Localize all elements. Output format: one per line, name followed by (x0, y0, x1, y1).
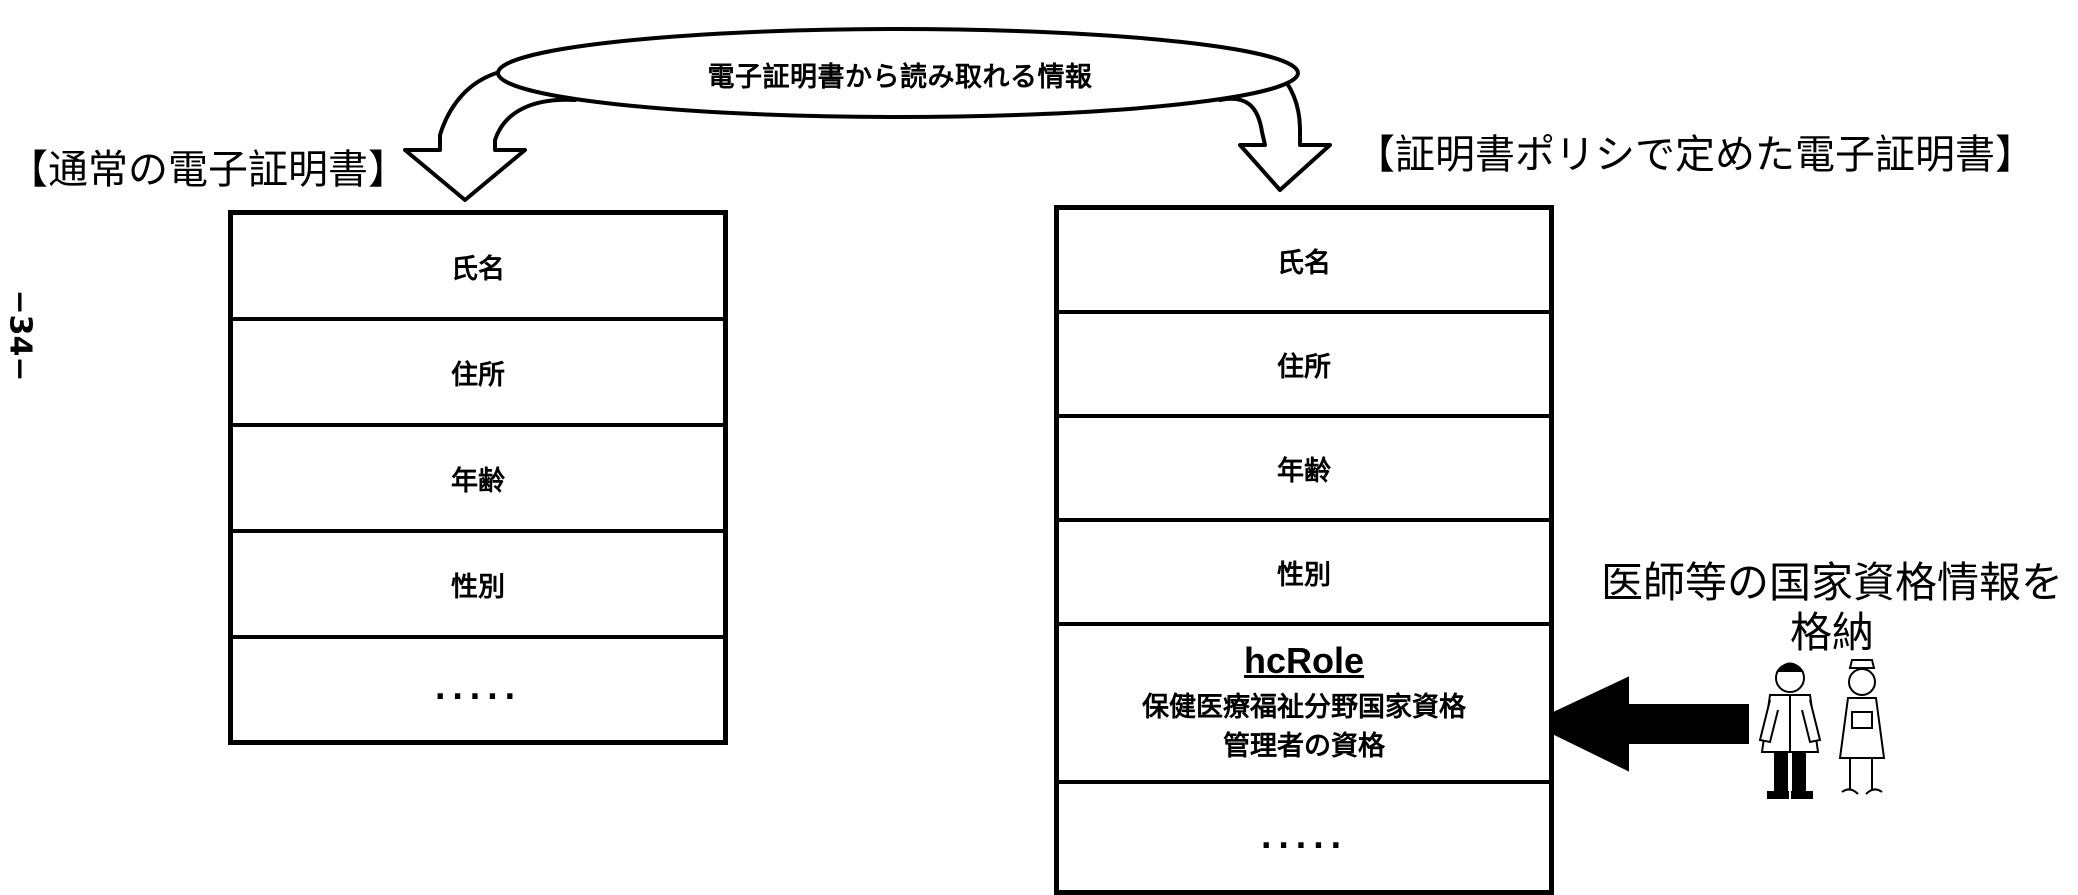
policy-certificate-table: 氏名 住所 年齢 性別 hcRole 保健医療福祉分野国家資格 管理者の資格 .… (1054, 205, 1554, 895)
right-row-hcrole: hcRole 保健医療福祉分野国家資格 管理者の資格 (1059, 626, 1549, 784)
caption-line-1: 医師等の国家資格情報を (1600, 558, 2063, 607)
left-row-address-label: 住所 (451, 359, 505, 391)
doctor-icon (1758, 662, 1822, 799)
right-row-address: 住所 (1059, 314, 1549, 418)
hcrole-line-administrator: 管理者の資格 (1223, 731, 1385, 762)
right-row-ellipsis-label: ..... (1260, 820, 1348, 856)
left-row-ellipsis-label: ..... (434, 672, 522, 707)
left-row-name: 氏名 (233, 215, 723, 321)
qualification-caption: 医師等の国家資格情報を 格納 (1592, 558, 2072, 659)
left-row-gender-label: 性別 (451, 571, 505, 603)
left-row-age: 年齢 (233, 427, 723, 533)
left-heading: 【通常の電子証明書】 (8, 147, 408, 193)
right-row-address-label: 住所 (1277, 351, 1331, 383)
hcrole-line-qualification: 保健医療福祉分野国家資格 (1142, 691, 1466, 723)
right-heading: 【証明書ポリシで定めた電子証明書】 (1355, 132, 2035, 178)
left-row-ellipsis: ..... (233, 639, 723, 740)
caption-line-2: 格納 (1789, 608, 1874, 658)
right-row-name-label: 氏名 (1277, 247, 1331, 279)
info-ellipse (496, 27, 1300, 119)
right-row-ellipsis: ..... (1059, 784, 1549, 892)
standard-certificate-table: 氏名 住所 年齢 性別 ..... (228, 210, 728, 745)
left-row-age-label: 年齢 (451, 465, 505, 497)
left-row-address: 住所 (233, 321, 723, 427)
page-number: −34− (2, 289, 38, 382)
right-row-age: 年齢 (1059, 418, 1549, 522)
hcrole-title: hcRole (1243, 639, 1365, 681)
right-row-gender-label: 性別 (1277, 559, 1331, 591)
solid-arrow-left-icon (1529, 676, 1749, 772)
right-row-age-label: 年齢 (1277, 455, 1331, 487)
ellipse-label: 電子証明書から読み取れる情報 (707, 61, 1093, 93)
right-row-name: 氏名 (1059, 210, 1549, 314)
left-row-name-label: 氏名 (451, 253, 505, 285)
right-row-gender: 性別 (1059, 522, 1549, 626)
nurse-icon (1838, 659, 1886, 795)
left-row-gender: 性別 (233, 533, 723, 639)
